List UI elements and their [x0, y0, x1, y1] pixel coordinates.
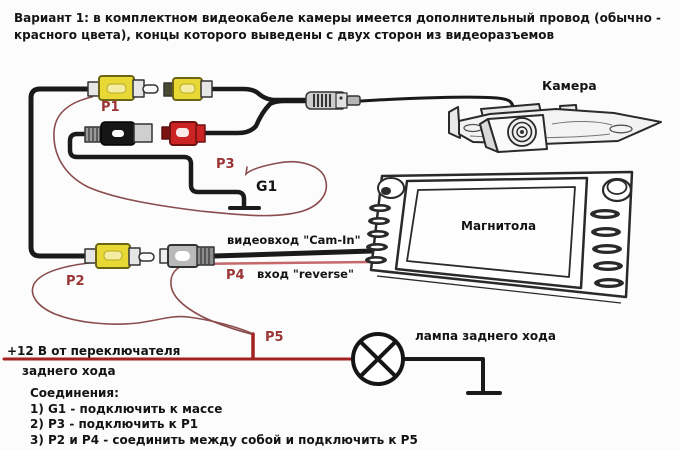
rca-jack-cam-in: [159, 244, 215, 268]
cable-p1-p2: [28, 86, 94, 259]
head-unit-knob-right: [601, 177, 633, 203]
rca-plug-p1: [87, 75, 159, 101]
diagram-title-line1: Вариант 1: в комплектном видеокабеле кам…: [14, 11, 661, 25]
cable-black-plug-to-g1: [67, 131, 247, 209]
cable-cam-in: [211, 248, 375, 259]
reverse-lamp-symbol: [351, 332, 405, 386]
label-p4: P4: [226, 268, 245, 283]
power-wires: [2, 332, 355, 361]
connection-item-1: 1) G1 - подключить к массе: [30, 401, 223, 416]
black-cables: [28, 86, 516, 395]
connections-list: Соединения: 1) G1 - подключить к массе 2…: [30, 386, 418, 448]
label-p3: P3: [216, 157, 235, 172]
wire-p1-to-p3: [53, 96, 328, 217]
connections-title: Соединения:: [30, 386, 119, 400]
rca-plug-p2: [84, 243, 155, 269]
connection-item-2: 2) P3 - подключить к P1: [30, 417, 199, 431]
camera-lens: [507, 117, 537, 147]
head-unit-illustration: [365, 170, 634, 304]
cable-yellow-jack: [209, 86, 309, 103]
label-p5: P5: [265, 330, 284, 345]
wire-p4-to-p5: [170, 263, 252, 335]
wire-reverse-input: [185, 260, 373, 266]
label-cam-in: видеовход "Cam-In": [227, 233, 361, 247]
label-reverse-lamp: лампа заднего хода: [415, 329, 556, 343]
head-unit-knob-left: [377, 177, 405, 199]
label-p1: P1: [101, 100, 120, 115]
connection-item-3: 3) P2 и P4 - соединить между собой и под…: [30, 432, 418, 447]
label-g1: G1: [256, 179, 278, 195]
camera-illustration: [448, 103, 662, 153]
red-signal-wires: [31, 96, 328, 335]
head-unit-buttons-left: [365, 204, 391, 264]
label-plus12-line1: +12 В от переключателя: [7, 344, 181, 358]
diagram-title: Вариант 1: в комплектном видеокабеле кам…: [14, 10, 674, 44]
label-camera: Камера: [542, 78, 597, 93]
label-plus12-line2: заднего хода: [22, 364, 116, 378]
wire-p2-to-p5: [31, 262, 252, 334]
power-plug-black: [84, 121, 153, 146]
cable-to-camera: [359, 95, 516, 116]
rca-jack-red-camera: [161, 121, 206, 146]
label-head-unit: Магнитола: [461, 219, 537, 233]
cable-red-jack: [202, 98, 309, 136]
barrel-connector: [305, 91, 361, 110]
label-reverse: вход "reverse": [257, 267, 354, 281]
rca-jack-yellow-camera: [163, 77, 213, 101]
label-p2: P2: [66, 274, 85, 289]
diagram-title-line2: красного цвета), концы которого выведены…: [14, 28, 555, 42]
head-unit-buttons-right: [590, 209, 624, 288]
head-unit-screen: [406, 186, 576, 278]
cable-lamp-to-ground: [402, 357, 485, 393]
